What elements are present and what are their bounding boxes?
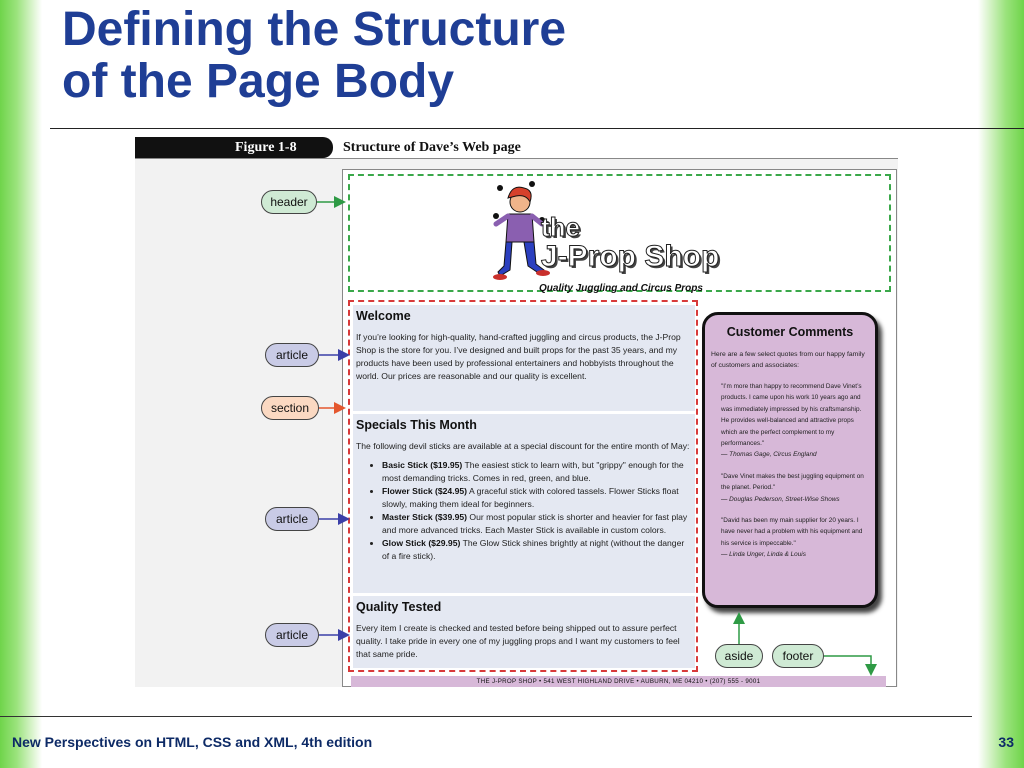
quote-source: — Douglas Pederson, Street-Wise Shows bbox=[721, 495, 840, 503]
list-item: Basic Stick ($19.95) The easiest stick t… bbox=[382, 459, 692, 485]
article-text: If you’re looking for high-quality, hand… bbox=[356, 332, 681, 381]
article-specials: Specials This Month The following devil … bbox=[353, 414, 695, 593]
juggler-icon bbox=[493, 181, 550, 280]
item-desc: Our most popular stick is shorter and he… bbox=[382, 512, 688, 535]
section-region: Welcome If you’re looking for high-quali… bbox=[348, 300, 698, 672]
logo-text-the: the bbox=[541, 212, 581, 242]
item-desc: A graceful stick with colored tassels. F… bbox=[382, 486, 679, 509]
list-item: Glow Stick ($29.95) The Glow Stick shine… bbox=[382, 537, 692, 563]
aside-intro: Here are a few select quotes from our ha… bbox=[711, 351, 865, 369]
arrow-footer bbox=[824, 655, 877, 676]
item-desc: The easiest stick to learn with, but "gr… bbox=[382, 460, 684, 483]
item-name: Master Stick ($39.95) bbox=[382, 512, 468, 522]
article-heading: Specials This Month bbox=[356, 418, 477, 432]
article-welcome: Welcome If you’re looking for high-quali… bbox=[353, 305, 695, 411]
page-footer: THE J-PROP SHOP • 541 WEST HIGHLAND DRIV… bbox=[351, 676, 886, 687]
article-text: Every item I create is checked and teste… bbox=[356, 623, 680, 659]
callout-section: section bbox=[261, 396, 319, 420]
article-text: The following devil sticks are available… bbox=[356, 441, 690, 451]
figure: Figure 1-8 Structure of Dave’s Web page … bbox=[135, 137, 898, 687]
web-page-mockup: the J-Prop Shop Quality Juggling and Cir… bbox=[342, 169, 897, 687]
quote: "David has been my main supplier for 20 … bbox=[711, 515, 869, 561]
callout-arrows bbox=[317, 196, 877, 676]
footer-divider bbox=[0, 716, 972, 717]
footer-source: New Perspectives on HTML, CSS and XML, 4… bbox=[12, 734, 373, 750]
figure-caption-bar: Figure 1-8 Structure of Dave’s Web page bbox=[135, 137, 898, 159]
article-heading: Quality Tested bbox=[356, 600, 442, 614]
quote-text: "Dave Vinet makes the best juggling equi… bbox=[721, 472, 864, 492]
header-region: the J-Prop Shop Quality Juggling and Cir… bbox=[348, 174, 891, 294]
quote-text: "I’m more than happy to recommend Dave V… bbox=[721, 383, 862, 448]
callout-aside: aside bbox=[715, 644, 763, 668]
aside-heading: Customer Comments bbox=[726, 325, 854, 339]
quote-source: — Linda Unger, Linda & Louis bbox=[721, 551, 806, 559]
quote: "I’m more than happy to recommend Dave V… bbox=[711, 381, 869, 461]
item-desc: The Glow Stick shines brightly at night … bbox=[382, 538, 685, 561]
right-green-bar bbox=[978, 0, 1024, 768]
quote: "Dave Vinet makes the best juggling equi… bbox=[711, 471, 869, 505]
callout-article-3: article bbox=[265, 623, 319, 647]
specials-list: Basic Stick ($19.95) The easiest stick t… bbox=[356, 459, 692, 563]
page-number: 33 bbox=[998, 734, 1014, 750]
quote-text: "David has been my main supplier for 20 … bbox=[721, 517, 863, 547]
callout-article-2: article bbox=[265, 507, 319, 531]
item-name: Flower Stick ($24.95) bbox=[382, 486, 468, 496]
slide-title-line-1: Defining the Structure bbox=[62, 3, 567, 56]
slide-title: Defining the Structure of the Page Body bbox=[62, 4, 702, 108]
callout-article-1: article bbox=[265, 343, 319, 367]
logo-tagline: Quality Juggling and Circus Props bbox=[539, 283, 703, 294]
item-name: Glow Stick ($29.95) bbox=[382, 538, 461, 548]
callout-footer: footer bbox=[772, 644, 824, 668]
logo-text-shop: J-Prop Shop bbox=[540, 240, 720, 273]
quote-source: — Thomas Gage, Circus England bbox=[721, 451, 817, 459]
aside-customer-comments: Customer Comments Here are a few select … bbox=[702, 312, 878, 608]
item-name: Basic Stick ($19.95) bbox=[382, 460, 463, 470]
list-item: Flower Stick ($24.95) A graceful stick w… bbox=[382, 485, 692, 511]
list-item: Master Stick ($39.95) Our most popular s… bbox=[382, 511, 692, 537]
callout-header: header bbox=[261, 190, 317, 214]
slide-title-line-2: of the Page Body bbox=[62, 55, 455, 108]
title-divider bbox=[50, 128, 1024, 129]
figure-caption: Structure of Dave’s Web page bbox=[343, 140, 521, 155]
article-quality: Quality Tested Every item I create is ch… bbox=[353, 596, 695, 668]
article-heading: Welcome bbox=[356, 309, 411, 323]
left-green-bar bbox=[0, 0, 42, 768]
figure-label: Figure 1-8 bbox=[135, 137, 333, 158]
